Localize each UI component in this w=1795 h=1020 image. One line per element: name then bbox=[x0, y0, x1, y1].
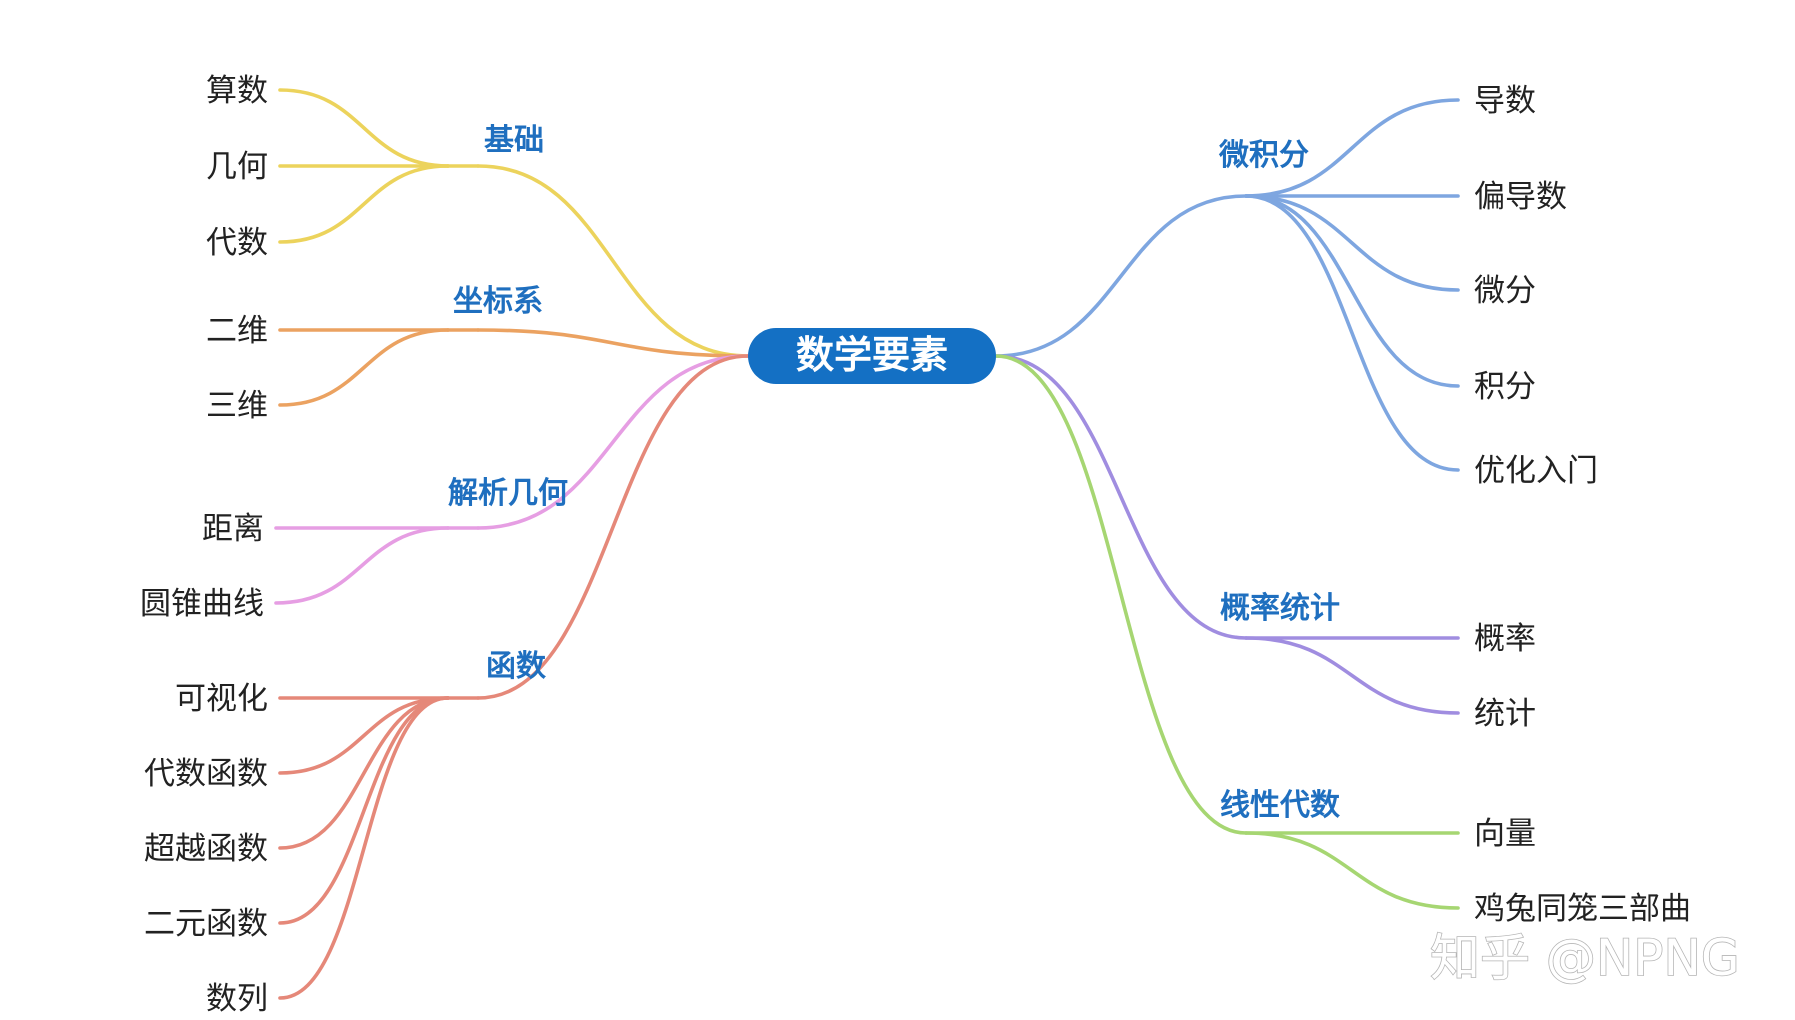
root-node-label: 数学要素 bbox=[796, 333, 948, 377]
leaf-analytic-geometry-0[interactable]: 距离 bbox=[202, 511, 264, 547]
branch-connector-functions bbox=[476, 354, 750, 700]
branch-connector-foundation bbox=[476, 164, 750, 358]
leaf-coordinates-1[interactable]: 三维 bbox=[206, 388, 268, 424]
branch-connector-probability-statistics bbox=[994, 354, 1248, 640]
branch-label-linear-algebra[interactable]: 线性代数 bbox=[1220, 788, 1341, 823]
leaf-connector-functions-2 bbox=[278, 696, 450, 850]
leaf-connector-coordinates-1 bbox=[278, 328, 450, 407]
leaf-coordinates-0[interactable]: 二维 bbox=[206, 313, 268, 349]
leaf-linear-algebra-1[interactable]: 鸡兔同笼三部曲 bbox=[1474, 891, 1691, 927]
leaf-foundation-2[interactable]: 代数 bbox=[206, 225, 268, 261]
leaf-connector-linear-algebra-1 bbox=[1244, 831, 1460, 910]
watermark: 知乎 @NPNG bbox=[1430, 929, 1740, 987]
leaf-analytic-geometry-1[interactable]: 圆锥曲线 bbox=[140, 586, 264, 622]
branch-label-analytic-geometry[interactable]: 解析几何 bbox=[448, 476, 568, 511]
branch-connector-coordinates bbox=[476, 328, 750, 358]
leaf-connector-foundation-2 bbox=[278, 164, 450, 244]
leaf-connector-functions-3 bbox=[278, 696, 450, 925]
branch-label-foundation[interactable]: 基础 bbox=[484, 123, 544, 158]
leaf-functions-2[interactable]: 超越函数 bbox=[144, 831, 268, 867]
leaf-calculus-0[interactable]: 导数 bbox=[1474, 83, 1536, 119]
leaf-probability-statistics-1[interactable]: 统计 bbox=[1474, 696, 1536, 732]
branch-label-calculus[interactable]: 微积分 bbox=[1218, 138, 1309, 173]
branch-connector-calculus bbox=[994, 194, 1248, 358]
leaf-functions-3[interactable]: 二元函数 bbox=[144, 906, 268, 942]
branch-connector-analytic-geometry bbox=[476, 354, 750, 530]
branch-label-functions[interactable]: 函数 bbox=[486, 649, 547, 684]
leaf-probability-statistics-0[interactable]: 概率 bbox=[1474, 621, 1536, 657]
root-node[interactable]: 数学要素 bbox=[748, 328, 996, 384]
branch-label-coordinates[interactable]: 坐标系 bbox=[453, 284, 543, 319]
leaf-functions-0[interactable]: 可视化 bbox=[175, 681, 268, 717]
leaf-functions-1[interactable]: 代数函数 bbox=[144, 756, 268, 792]
leaf-foundation-1[interactable]: 几何 bbox=[206, 149, 268, 185]
leaf-functions-4[interactable]: 数列 bbox=[206, 981, 268, 1017]
leaf-calculus-3[interactable]: 积分 bbox=[1474, 369, 1536, 405]
leaf-calculus-2[interactable]: 微分 bbox=[1474, 273, 1536, 309]
leaf-connector-probability-statistics-1 bbox=[1244, 636, 1460, 715]
leaf-connector-functions-1 bbox=[278, 696, 450, 775]
leaf-linear-algebra-0[interactable]: 向量 bbox=[1474, 816, 1536, 852]
connector-lines bbox=[274, 88, 1460, 1000]
root-node-pill bbox=[748, 328, 996, 384]
leaf-connector-foundation-0 bbox=[278, 88, 450, 168]
leaf-calculus-4[interactable]: 优化入门 bbox=[1474, 453, 1598, 489]
leaf-connector-calculus-2 bbox=[1244, 194, 1460, 292]
leaf-calculus-1[interactable]: 偏导数 bbox=[1474, 179, 1567, 215]
branch-label-probability-statistics[interactable]: 概率统计 bbox=[1220, 591, 1340, 626]
branch-connector-linear-algebra bbox=[994, 354, 1248, 835]
leaf-connector-calculus-3 bbox=[1244, 194, 1460, 388]
leaf-connector-calculus-4 bbox=[1244, 194, 1460, 472]
leaf-foundation-0[interactable]: 算数 bbox=[206, 73, 268, 109]
leaf-connector-calculus-0 bbox=[1244, 98, 1460, 198]
leaf-connector-functions-4 bbox=[278, 696, 450, 1000]
leaf-connector-analytic-geometry-1 bbox=[274, 526, 450, 605]
